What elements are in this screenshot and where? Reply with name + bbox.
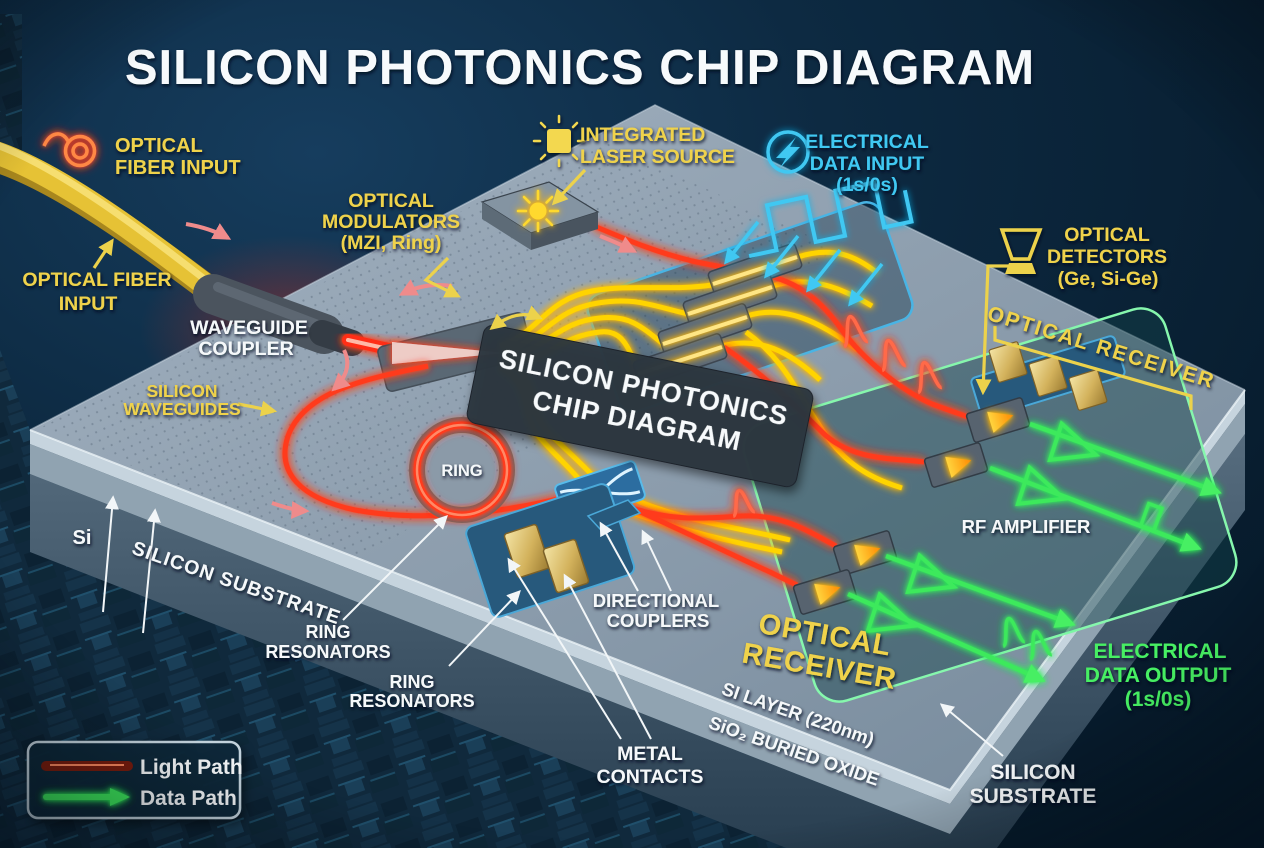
label-si: Si — [73, 527, 92, 549]
legend-light-path-label: Light Path — [140, 756, 243, 779]
legend-light-path-swatch — [41, 761, 133, 771]
svg-text:OPTICAL: OPTICAL — [1064, 224, 1150, 246]
svg-text:RING: RING — [390, 672, 435, 692]
svg-text:OPTICAL: OPTICAL — [348, 190, 434, 212]
svg-text:RESONATORS: RESONATORS — [265, 642, 390, 662]
label-ring: RING — [441, 462, 482, 480]
svg-text:OPTICAL: OPTICAL — [115, 135, 203, 157]
svg-text:(Ge, Si-Ge): (Ge, Si-Ge) — [1058, 268, 1159, 290]
svg-text:LASER SOURCE: LASER SOURCE — [580, 146, 735, 168]
svg-text:COUPLER: COUPLER — [198, 338, 293, 360]
svg-text:WAVEGUIDE: WAVEGUIDE — [190, 317, 308, 339]
svg-text:ELECTRICAL: ELECTRICAL — [805, 131, 929, 153]
svg-text:(1s/0s): (1s/0s) — [1125, 688, 1192, 711]
svg-text:RING: RING — [306, 622, 351, 642]
svg-text:(1s/0s): (1s/0s) — [836, 174, 898, 196]
svg-text:SUBSTRATE: SUBSTRATE — [970, 785, 1097, 808]
svg-text:SILICON: SILICON — [990, 761, 1075, 784]
svg-text:SILICON: SILICON — [147, 381, 218, 401]
label-directional-couplers: DIRECTIONAL COUPLERS — [593, 590, 719, 631]
label-rf-amplifier: RF AMPLIFIER — [962, 516, 1091, 537]
label-optical-detectors: OPTICAL DETECTORS (Ge, Si-Ge) — [1047, 224, 1167, 290]
label-waveguide-coupler: WAVEGUIDE COUPLER — [190, 317, 308, 360]
legend-data-path-label: Data Path — [140, 787, 237, 810]
svg-text:MODULATORS: MODULATORS — [322, 211, 460, 233]
svg-text:(MZI, Ring): (MZI, Ring) — [341, 232, 442, 254]
laser-sun-icon — [516, 189, 560, 233]
svg-text:ELECTRICAL: ELECTRICAL — [1094, 640, 1227, 663]
svg-text:WAVEGUIDES: WAVEGUIDES — [123, 399, 240, 419]
svg-text:COUPLERS: COUPLERS — [607, 610, 710, 631]
svg-text:OPTICAL FIBER: OPTICAL FIBER — [22, 269, 171, 291]
svg-text:RESONATORS: RESONATORS — [349, 691, 474, 711]
svg-text:DATA OUTPUT: DATA OUTPUT — [1085, 664, 1232, 687]
svg-text:DETECTORS: DETECTORS — [1047, 246, 1167, 268]
svg-text:FIBER INPUT: FIBER INPUT — [115, 157, 241, 179]
svg-text:METAL: METAL — [617, 743, 683, 765]
page-title: SILICON PHOTONICS CHIP DIAGRAM — [125, 41, 1035, 95]
svg-text:DATA INPUT: DATA INPUT — [810, 153, 925, 175]
legend: Light Path Data Path — [26, 740, 243, 820]
svg-text:INTEGRATED: INTEGRATED — [580, 124, 705, 146]
svg-text:INPUT: INPUT — [59, 293, 118, 315]
svg-text:CONTACTS: CONTACTS — [597, 766, 704, 788]
svg-text:DIRECTIONAL: DIRECTIONAL — [593, 590, 719, 611]
